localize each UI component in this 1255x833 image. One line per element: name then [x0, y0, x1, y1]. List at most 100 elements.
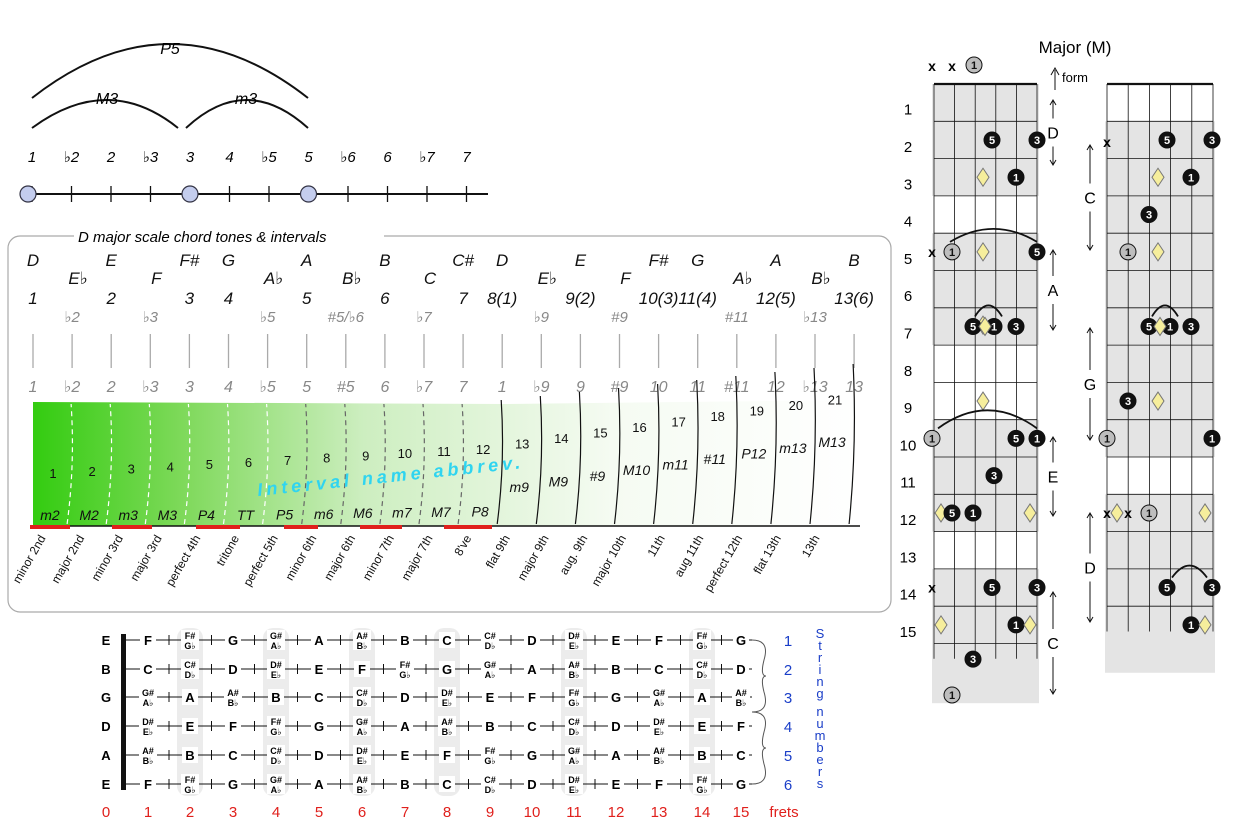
- form-label: form: [1062, 70, 1088, 85]
- dot-label: 1: [970, 508, 976, 520]
- interval-divider: [144, 403, 152, 525]
- note-name: F: [151, 269, 163, 288]
- fret-number: 1: [144, 804, 152, 821]
- chord-tone-dot: [964, 504, 982, 522]
- fret-note: A: [527, 662, 537, 677]
- fret-inlay: [561, 628, 587, 796]
- note-bg: [608, 776, 624, 792]
- degree-label: 4: [225, 149, 233, 166]
- fret-note-flat: D♭: [357, 698, 368, 708]
- note-bg: [693, 630, 711, 650]
- semitone-count: 11: [437, 444, 451, 459]
- fret-note: G: [442, 662, 452, 677]
- fret-number: 14: [694, 804, 711, 821]
- strings-label-letter: e: [816, 752, 823, 767]
- root-dot: [1098, 429, 1116, 447]
- chord-tone-dot: [19, 185, 37, 203]
- interval-abbrev: M7: [431, 504, 452, 520]
- fret-number: 12: [608, 804, 625, 821]
- arc-m3-minor: [185, 99, 309, 129]
- form-band: [1105, 121, 1215, 308]
- fret-number: 8: [443, 804, 451, 821]
- interval-abbrev: #11: [704, 451, 726, 467]
- root-dot: [1119, 243, 1137, 261]
- interval-divider: [457, 403, 465, 525]
- note-bg: [481, 774, 499, 794]
- interval-degree: 4: [224, 379, 233, 396]
- note-name: B: [379, 251, 390, 270]
- chord-fret-number: 13: [900, 549, 917, 566]
- note-bg: [733, 776, 749, 792]
- interval-abbrev: M9: [549, 473, 569, 489]
- interval-degree: 3: [185, 379, 194, 396]
- note-bg: [353, 630, 371, 650]
- interval-degree: 7: [459, 379, 469, 396]
- fret-note-flat: G♭: [484, 756, 495, 766]
- interval-degree: 1: [29, 379, 38, 396]
- note-name: A: [300, 251, 312, 270]
- degree-label: 3: [186, 149, 195, 166]
- fret-note: F: [655, 633, 663, 648]
- note-bg: [139, 687, 157, 707]
- note-bg: [311, 661, 327, 677]
- note-bg: [608, 632, 624, 648]
- note-bg: [225, 776, 241, 792]
- strings-label-letter: b: [816, 740, 823, 755]
- strings-label-letter: t: [818, 638, 822, 653]
- note-bg: [733, 718, 749, 734]
- degree-label: ♭3: [143, 149, 159, 166]
- note-bg: [397, 632, 413, 648]
- note-bg: [650, 687, 668, 707]
- semitone-count: 10: [398, 446, 412, 461]
- interval-divider: [613, 387, 621, 525]
- strings-label-letter: g: [816, 686, 823, 701]
- chord-tone-dot: [943, 504, 961, 522]
- scale-degree: ♭7: [416, 309, 432, 326]
- interval-abbrev: m2: [40, 507, 60, 523]
- strings-label-letter: r: [818, 764, 823, 779]
- chord-tone-dot: [1028, 131, 1046, 149]
- form-arrow: [1086, 581, 1094, 623]
- fret-note-sharp: C#: [696, 660, 708, 670]
- fret-note: C: [442, 633, 452, 648]
- fret-note: D: [736, 662, 745, 677]
- scale-tone-diamond: [1198, 503, 1212, 523]
- dot-label: 5: [989, 583, 995, 595]
- scale-tone-diamond: [1151, 241, 1165, 262]
- note-bg: [524, 776, 540, 792]
- fret-note: C: [442, 777, 452, 792]
- fret-inlay: [434, 628, 460, 796]
- dot-label: 3: [1146, 210, 1152, 222]
- fret-note-sharp: D#: [568, 775, 580, 785]
- fret-note: G: [736, 633, 746, 648]
- fret-note: B: [185, 748, 194, 763]
- fret-note-flat: B♭: [143, 756, 154, 766]
- dot-label: 1: [1104, 433, 1110, 445]
- fret-note: C: [314, 690, 324, 705]
- fret-note: C: [654, 662, 664, 677]
- note-bg: [182, 718, 198, 734]
- note-bg: [482, 718, 498, 734]
- chord-fret-number: 10: [900, 437, 917, 454]
- scale-degree: 6: [380, 289, 390, 308]
- fret-note: A: [400, 719, 410, 734]
- dot-label: 3: [1209, 583, 1215, 595]
- fret-note: E: [698, 719, 707, 734]
- chord-tone-dot: [1007, 317, 1025, 335]
- fret-note-flat: E♭: [143, 727, 153, 737]
- strings-label-letter: S: [816, 626, 825, 641]
- interval-divider: [301, 403, 308, 525]
- dot-label: 1: [1188, 172, 1194, 184]
- arc-m3-major-label: M3: [96, 91, 118, 108]
- fret-note-sharp: D#: [142, 717, 154, 727]
- note-bg: [140, 776, 156, 792]
- note-bg: [181, 659, 199, 679]
- chord-fret-number: 12: [900, 512, 917, 529]
- fret-note-sharp: A#: [356, 775, 368, 785]
- form-arrow: [1049, 436, 1057, 463]
- interval-divider: [496, 399, 504, 525]
- interval-abbrev: P8: [472, 503, 489, 519]
- interval-abbrev: P5: [276, 506, 293, 522]
- form-arrow: [1050, 66, 1060, 90]
- note-bg: [693, 659, 711, 679]
